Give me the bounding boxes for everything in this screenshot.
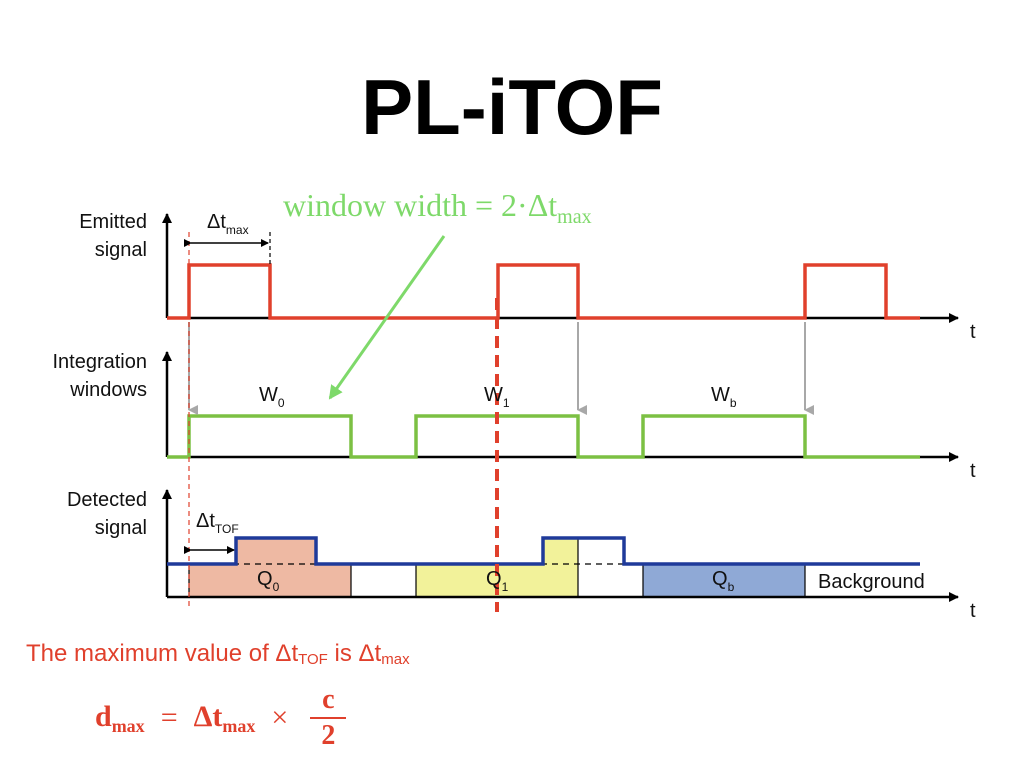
qb-label: Qb (712, 568, 735, 594)
q0-area (189, 564, 351, 596)
integration-label-line2: windows (69, 379, 147, 401)
w1-label: W1 (484, 384, 510, 410)
formula-lhs: dmax (95, 699, 145, 736)
formula-numerator: c (322, 684, 335, 715)
w0-label: W0 (259, 384, 285, 410)
emitted-label-line1: Emitted (79, 211, 147, 233)
integration-label-line1: Integration (52, 351, 147, 373)
window-width-pointer-arrow (328, 235, 446, 400)
detected-signal-waveform (167, 536, 920, 566)
cell-borders (188, 538, 806, 596)
axis-t-label-emitted: t (970, 321, 976, 343)
formula-fraction: c 2 (310, 684, 347, 751)
formula-term: Δtmax (193, 699, 256, 736)
q1-label: Q1 (486, 568, 509, 594)
page-title: PL-iTOF (361, 63, 663, 151)
formula-equals: = (160, 701, 178, 734)
emitted-signal-waveform (167, 263, 920, 320)
max-tof-note: The maximum value of ΔtTOF is Δtmax (26, 640, 410, 668)
axis-t-label-windows: t (970, 460, 976, 482)
integration-windows-waveform (167, 414, 920, 459)
qb-area (643, 564, 805, 596)
emitted-label-line2: signal (95, 239, 147, 261)
detected-label-line1: Detected (67, 489, 147, 511)
dt-tof-label: ΔtTOF (196, 510, 239, 536)
wb-label: Wb (711, 384, 737, 410)
window-width-annotation: window width = 2·Δtmax (283, 187, 592, 228)
formula-denominator: 2 (321, 720, 336, 751)
formula-times: × (271, 701, 289, 734)
q0-label: Q0 (257, 568, 280, 594)
formula-fraction-bar (310, 717, 347, 719)
q0-pulse-fill (236, 538, 316, 564)
detected-label-line2: signal (95, 517, 147, 539)
dt-max-label: Δtmax (207, 211, 249, 237)
dmax-formula: dmax = Δtmax × c 2 (95, 683, 347, 753)
q1-pulse-fill (543, 538, 578, 564)
background-label: Background (818, 571, 925, 593)
axis-t-label-detected: t (970, 600, 976, 622)
